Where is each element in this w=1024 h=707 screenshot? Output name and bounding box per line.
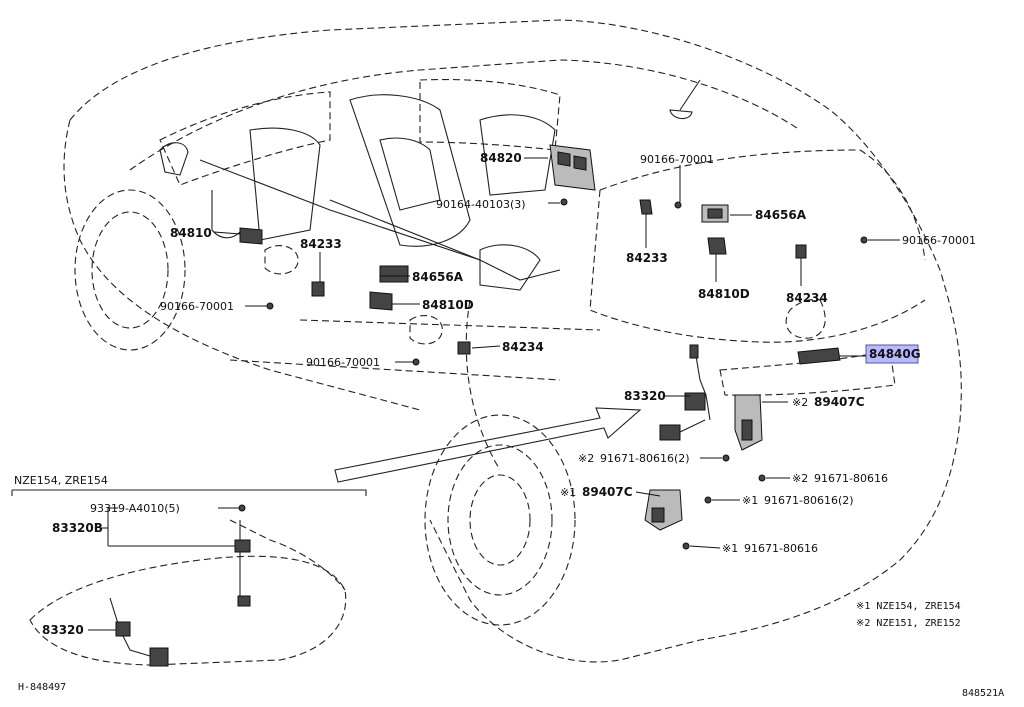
label-84810d-right: 84810D	[698, 287, 750, 301]
inset-label-83320: 83320	[42, 623, 84, 637]
marker-1-c: ※1	[722, 542, 738, 555]
label-84233-left: 84233	[300, 237, 342, 251]
wheel-rear-right	[424, 414, 576, 626]
label-84656a-center: 84656A	[412, 270, 464, 284]
inset-label-83320b: 83320B	[52, 521, 103, 535]
marker-2-b: ※2	[578, 452, 594, 465]
code-right: 848521A	[962, 688, 1004, 699]
label-91671-b: 91671-80616	[814, 472, 888, 485]
part-84810-left	[239, 227, 263, 245]
label-84840g[interactable]: 84840G	[869, 347, 921, 361]
part-84810d-right	[707, 237, 727, 255]
part-89407c-lower-bracket	[644, 489, 683, 531]
label-90164: 90164-40103(3)	[436, 198, 526, 211]
inset-panel: NZE154, ZRE154 93319-A4010(5) 83320B 833…	[11, 474, 367, 667]
inset-label-93319: 93319-A4010(5)	[90, 502, 180, 515]
interior-outline	[159, 94, 561, 291]
inset-sensor-link	[109, 597, 151, 657]
inset-bracket	[11, 489, 367, 496]
wheel-rear-left	[74, 189, 186, 351]
antenna	[669, 79, 701, 120]
part-84656a-center	[379, 265, 409, 283]
note-1: ※1 NZE154, ZRE154	[856, 601, 961, 612]
label-91671-c: 91671-80616(2)	[764, 494, 854, 507]
label-89407c-b: 89407C	[582, 485, 633, 499]
part-84810d-center	[369, 291, 393, 311]
marker-2-c: ※2	[792, 472, 808, 485]
part-84820-switch	[549, 144, 596, 191]
part-89407c-bracket	[734, 394, 763, 451]
bolts	[266, 198, 868, 550]
inset-car-outline	[29, 555, 347, 666]
label-84234-center: 84234	[502, 340, 544, 354]
code-left: H-848497	[18, 682, 66, 693]
note-2: ※2 NZE151, ZRE152	[856, 618, 961, 629]
marker-1-a: ※1	[560, 486, 576, 499]
part-84233-right	[639, 199, 653, 215]
label-84810-left: 84810	[170, 226, 212, 240]
label-90166-c: 90166-70001	[306, 356, 380, 369]
label-84656a-right: 84656A	[755, 208, 807, 222]
inset-title: NZE154, ZRE154	[14, 474, 108, 487]
label-91671-d: 91671-80616	[744, 542, 818, 555]
leader-lines	[213, 157, 900, 549]
label-91671-a: 91671-80616(2)	[600, 452, 690, 465]
direction-arrow	[334, 407, 642, 483]
part-83320-sensor	[659, 344, 711, 441]
label-90166-d: 90166-70001	[902, 234, 976, 247]
label-89407c-a: 89407C	[814, 395, 865, 409]
label-90166-b: 90166-70001	[160, 300, 234, 313]
part-84840g-switch	[797, 347, 841, 365]
highlight-84840g	[865, 344, 919, 364]
part-84234-right	[795, 244, 807, 259]
part-84234-center	[457, 341, 471, 355]
marker-2-a: ※2	[792, 396, 808, 409]
marker-1-b: ※1	[742, 494, 758, 507]
part-84233-left	[311, 281, 325, 297]
label-90166-a: 90166-70001	[640, 153, 714, 166]
label-84810d-center: 84810D	[422, 298, 474, 312]
label-83320-main: 83320	[624, 389, 666, 403]
label-84234-right: 84234	[786, 291, 828, 305]
label-84820: 84820	[480, 151, 522, 165]
label-84233-right: 84233	[626, 251, 668, 265]
part-84656a-right-switch	[701, 204, 729, 223]
car-body-outline	[63, 19, 962, 663]
